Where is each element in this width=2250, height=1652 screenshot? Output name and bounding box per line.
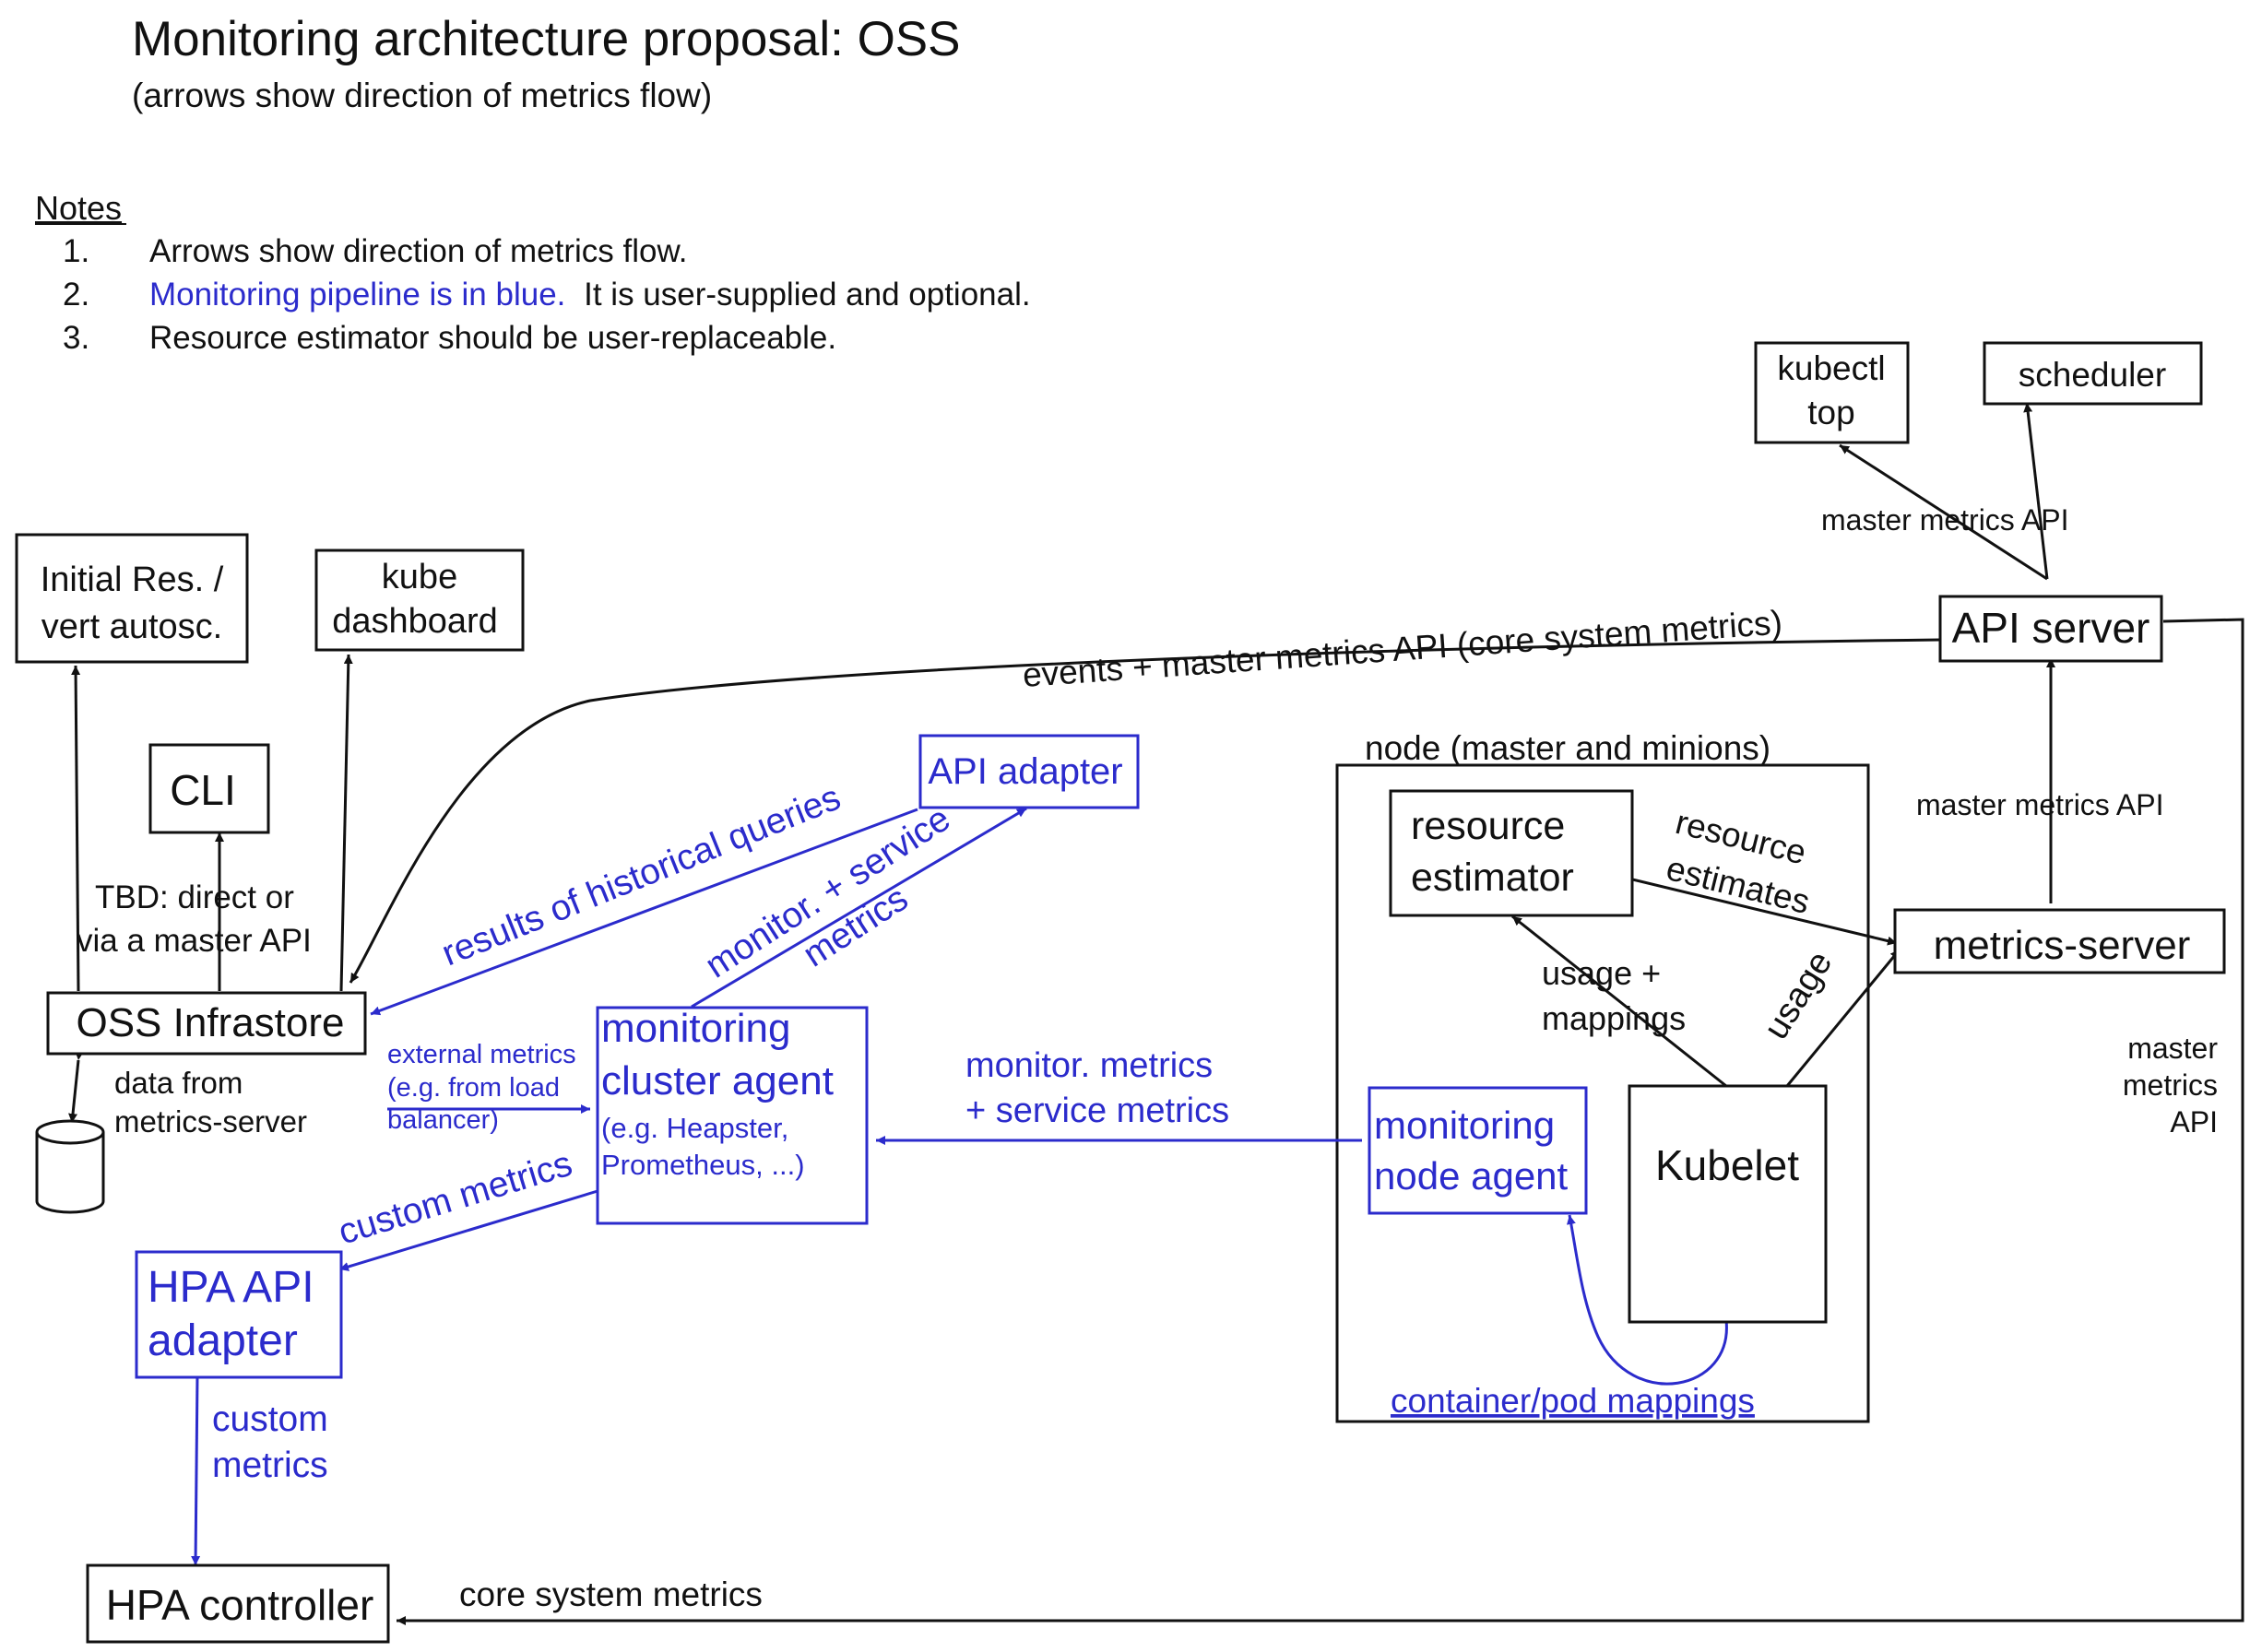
kubectl-top-label-line1: kubectl [1777, 349, 1885, 387]
arrow-apiserver-kubectl [1839, 443, 2048, 581]
note-1-text: Arrows show direction of metrics flow. [149, 233, 688, 269]
note-2-blue-text: Monitoring pipeline is in blue. [149, 277, 565, 313]
arrow-kubelet-metricsserver [1785, 949, 1901, 1087]
kubectl-top-box[interactable]: kubectl top [1754, 341, 1910, 444]
node-container-label: node (master and minions) [1365, 729, 1770, 767]
label-master-metrics-api-right-line2: metrics [2123, 1068, 2218, 1102]
initial-res-label-line2: vert autosc. [41, 608, 222, 646]
label-tbd-line2: via a master API [77, 923, 312, 959]
kubelet-label: Kubelet [1655, 1141, 1799, 1189]
resource-estimator-label-line2: estimator [1411, 856, 1574, 900]
arrow-infrastore-dashboard [339, 654, 353, 992]
label-tbd-line1: TBD: direct or [95, 879, 294, 915]
kubelet-box[interactable]: Kubelet [1628, 1084, 1828, 1324]
cluster-agent-label-line4: Prometheus, ...) [601, 1149, 805, 1181]
node-agent-label-line2: node agent [1374, 1154, 1569, 1198]
node-agent-label-line1: monitoring [1374, 1103, 1555, 1147]
cluster-agent-label-line1: monitoring [601, 1006, 790, 1051]
page-title: Monitoring architecture proposal: OSS [132, 12, 961, 66]
arrow-infrastore-initialres [71, 665, 81, 992]
scheduler-label: scheduler [2019, 356, 2166, 394]
label-results-historical: results of historical queries [436, 778, 846, 974]
initial-res-label-line1: Initial Res. / [41, 560, 224, 599]
arrow-kubelet-estimator [1511, 914, 1727, 1088]
scheduler-box[interactable]: scheduler [1983, 341, 2203, 406]
kube-dashboard-label-line1: kube [382, 558, 457, 596]
arrow-infrastore-db [68, 1050, 84, 1124]
note-3-number: 3. [63, 320, 89, 356]
arrow-apiserver-hpacontroller [397, 618, 2244, 1625]
oss-infrastore-box[interactable]: OSS Infrastore [46, 991, 367, 1056]
note-2-black-text: It is user-supplied and optional. [584, 277, 1030, 313]
arrow-apiserver-infrastore [349, 638, 1941, 984]
label-external-metrics-line1: external metrics [387, 1040, 576, 1069]
kube-dashboard-box[interactable]: kube dashboard [314, 549, 525, 652]
cluster-agent-label-line2: cluster agent [601, 1058, 834, 1103]
arrow-kubelet-nodeagent [1566, 1214, 1728, 1386]
monitoring-cluster-agent-box[interactable]: monitoring cluster agent (e.g. Heapster,… [596, 1006, 869, 1225]
api-adapter-box[interactable]: API adapter [918, 734, 1140, 809]
label-master-metrics-api-right-line3: API [2170, 1105, 2218, 1139]
arrow-clusteragent-apiadapter [691, 807, 1027, 1009]
label-data-from-line2: metrics-server [114, 1104, 307, 1139]
note-3-text: Resource estimator should be user-replac… [149, 320, 836, 356]
label-custom-metrics-down-line1: custom [212, 1399, 328, 1439]
resource-estimator-label-line1: resource [1411, 804, 1565, 848]
label-custom-metrics-down-line2: metrics [212, 1446, 328, 1485]
label-container-pod-mappings: container/pod mappings [1391, 1382, 1755, 1420]
monitoring-node-agent-box[interactable]: monitoring node agent [1368, 1086, 1588, 1215]
label-external-metrics-line2: (e.g. from load [387, 1073, 560, 1103]
resource-estimator-box[interactable]: resource estimator [1389, 789, 1634, 917]
metrics-server-box[interactable]: metrics-server [1893, 908, 2226, 974]
label-monitor-metrics-service-line2: + service metrics [965, 1092, 1229, 1130]
cluster-agent-label-line3: (e.g. Heapster, [601, 1112, 788, 1144]
kubectl-top-label-line2: top [1807, 394, 1854, 431]
label-data-from-line1: data from [114, 1066, 243, 1100]
label-master-metrics-api-right-line1: master [2127, 1032, 2218, 1065]
label-usage-mappings-line2: mappings [1542, 999, 1686, 1037]
label-master-metrics-api-mid: master metrics API [1916, 788, 2164, 821]
note-2-text: Monitoring pipeline is in blue. It is us… [149, 277, 1031, 313]
label-external-metrics-line3: balancer) [387, 1105, 499, 1135]
arrow-apiadapter-infrastore [370, 808, 918, 1016]
arrow-apiserver-scheduler [2023, 402, 2049, 580]
kube-dashboard-label-line2: dashboard [332, 602, 498, 641]
arrow-clusteragent-hpaadapter [338, 1189, 598, 1271]
api-server-box[interactable]: API server [1938, 595, 2163, 663]
label-core-system-metrics: core system metrics [459, 1575, 763, 1613]
database-icon [35, 1119, 105, 1214]
label-custom-metrics-diag: custom metrics [334, 1144, 576, 1253]
note-2-number: 2. [63, 277, 89, 313]
hpa-controller-box[interactable]: HPA controller [86, 1564, 390, 1644]
hpa-api-adapter-box[interactable]: HPA API adapter [135, 1250, 343, 1379]
api-adapter-label: API adapter [928, 751, 1122, 792]
label-monitor-metrics-service-line1: monitor. metrics [965, 1046, 1213, 1085]
metrics-server-label: metrics-server [1934, 923, 2191, 968]
cli-label: CLI [170, 766, 236, 814]
page-subtitle: (arrows show direction of metrics flow) [132, 77, 712, 114]
hpa-adapter-label-line2: adapter [148, 1316, 298, 1365]
note-1-number: 1. [63, 233, 89, 269]
cli-box[interactable]: CLI [148, 743, 270, 834]
notes-heading: Notes [35, 189, 122, 227]
hpa-controller-label: HPA controller [106, 1581, 374, 1629]
initial-res-box[interactable]: Initial Res. / vert autosc. [15, 533, 249, 664]
label-events-master-metrics: events + master metrics API (core system… [1022, 603, 1783, 693]
api-server-label: API server [1952, 604, 2150, 652]
hpa-adapter-label-line1: HPA API [148, 1263, 314, 1312]
label-master-metrics-api-top: master metrics API [1821, 503, 2069, 537]
label-usage-mappings-line1: usage + [1542, 954, 1661, 992]
oss-infrastore-label: OSS Infrastore [76, 1000, 344, 1045]
arrow-hpaadapter-hpacontroller [191, 1375, 201, 1566]
arrow-estimator-metricsserver [1624, 876, 1898, 946]
